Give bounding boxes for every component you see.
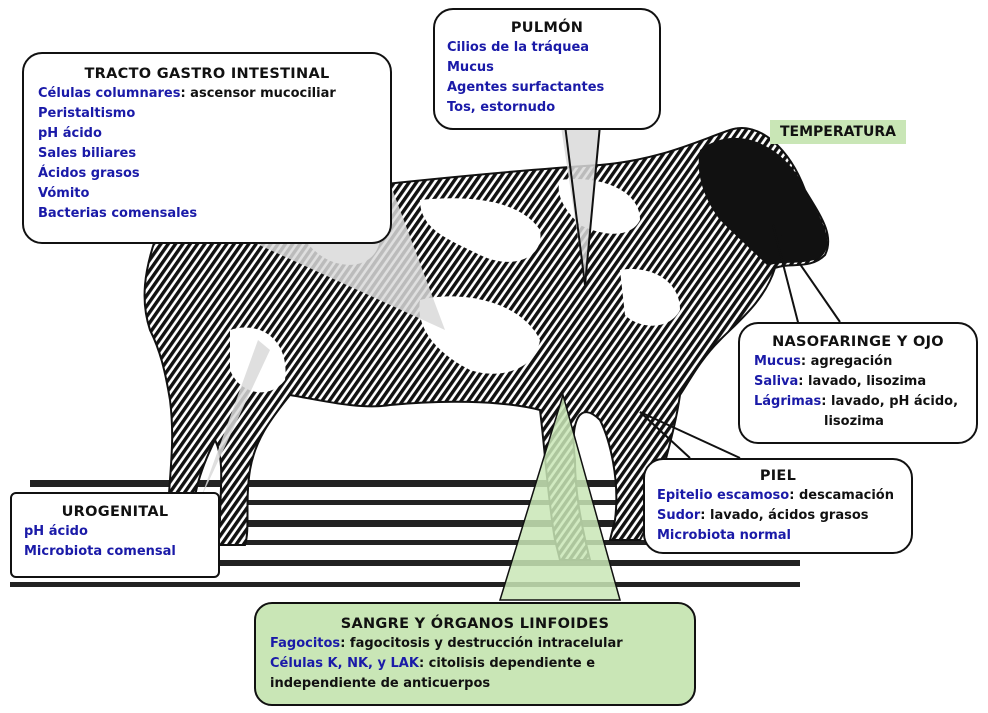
piel-line: Microbiota normal [657, 526, 899, 546]
gastro-line: Bacterias comensales [38, 204, 376, 224]
sangre-title: SANGRE Y ÓRGANOS LINFOIDES [270, 614, 680, 634]
gastro-line: Peristaltismo [38, 104, 376, 124]
sangre-line: Células K, NK, y LAK: citolisis dependie… [270, 654, 680, 674]
piel-line: Epitelio escamoso: descamación [657, 486, 899, 506]
nasofaringe-line: Saliva: lavado, lisozima [754, 372, 962, 392]
gastro-line: pH ácido [38, 124, 376, 144]
sangre-line: independiente de anticuerpos [270, 674, 680, 694]
sangre-line: Fagocitos: fagocitosis y destrucción int… [270, 634, 680, 654]
pulmon-line: Tos, estornudo [447, 98, 647, 118]
urogenital-line: Microbiota comensal [24, 542, 206, 562]
gastro-intestinal-box: TRACTO GASTRO INTESTINAL Células columna… [22, 52, 392, 244]
piel-title: PIEL [657, 466, 899, 486]
pulmon-title: PULMÓN [447, 18, 647, 38]
nasofaringe-line: Lágrimas: lavado, pH ácido, [754, 392, 962, 412]
pulmon-box: PULMÓN Cilios de la tráquea Mucus Agente… [433, 8, 661, 130]
piel-box: PIEL Epitelio escamoso: descamación Sudo… [643, 458, 913, 554]
gastro-title: TRACTO GASTRO INTESTINAL [38, 64, 376, 84]
gastro-line: Células columnares: ascensor mucociliar [38, 84, 376, 104]
urogenital-title: UROGENITAL [24, 502, 206, 522]
temperatura-label: TEMPERATURA [770, 120, 906, 144]
nasofaringe-title: NASOFARINGE Y OJO [754, 332, 962, 352]
sangre-box: SANGRE Y ÓRGANOS LINFOIDES Fagocitos: fa… [254, 602, 696, 706]
pulmon-line: Cilios de la tráquea [447, 38, 647, 58]
urogenital-box: UROGENITAL pH ácido Microbiota comensal [10, 492, 220, 578]
gastro-line: Vómito [38, 184, 376, 204]
gastro-line: Sales biliares [38, 144, 376, 164]
gastro-line: Ácidos grasos [38, 164, 376, 184]
nasofaringe-line: Mucus: agregación [754, 352, 962, 372]
urogenital-line: pH ácido [24, 522, 206, 542]
nasofaringe-line: lisozima [754, 412, 962, 432]
nasofaringe-box: NASOFARINGE Y OJO Mucus: agregación Sali… [738, 322, 978, 444]
pulmon-line: Agentes surfactantes [447, 78, 647, 98]
pulmon-line: Mucus [447, 58, 647, 78]
piel-line: Sudor: lavado, ácidos grasos [657, 506, 899, 526]
